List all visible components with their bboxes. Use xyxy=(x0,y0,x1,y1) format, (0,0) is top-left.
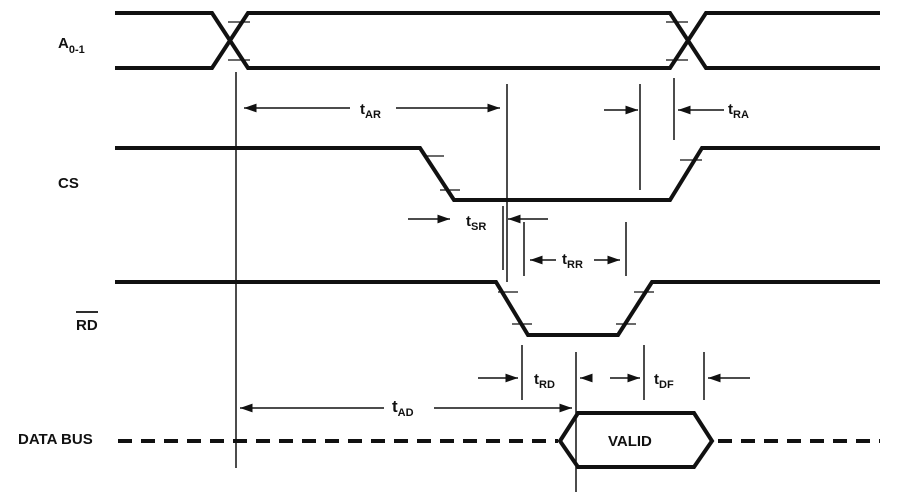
data-bus-label: DATA BUS xyxy=(18,431,93,448)
transition-ticks xyxy=(228,21,702,325)
t-rr-label: tRR xyxy=(562,251,583,271)
address-waveform xyxy=(115,11,880,70)
valid-data-label: VALID xyxy=(608,433,652,450)
rd-signal-label: RD xyxy=(76,317,98,334)
t-ra-label: tRA xyxy=(728,101,749,121)
reference-lines xyxy=(235,72,705,492)
data-bus-waveform xyxy=(118,411,880,469)
rd-waveform xyxy=(115,280,880,337)
t-sr-label: tSR xyxy=(466,213,486,233)
t-df-label: tDF xyxy=(654,371,674,391)
cs-waveform xyxy=(115,146,880,202)
t-ar-label: tAR xyxy=(360,101,381,121)
address-signal-label: A0-1 xyxy=(58,35,85,56)
t-ad-label: tAD xyxy=(392,397,414,419)
cs-signal-label: CS xyxy=(58,175,79,192)
t-rd-label: tRD xyxy=(534,371,555,391)
